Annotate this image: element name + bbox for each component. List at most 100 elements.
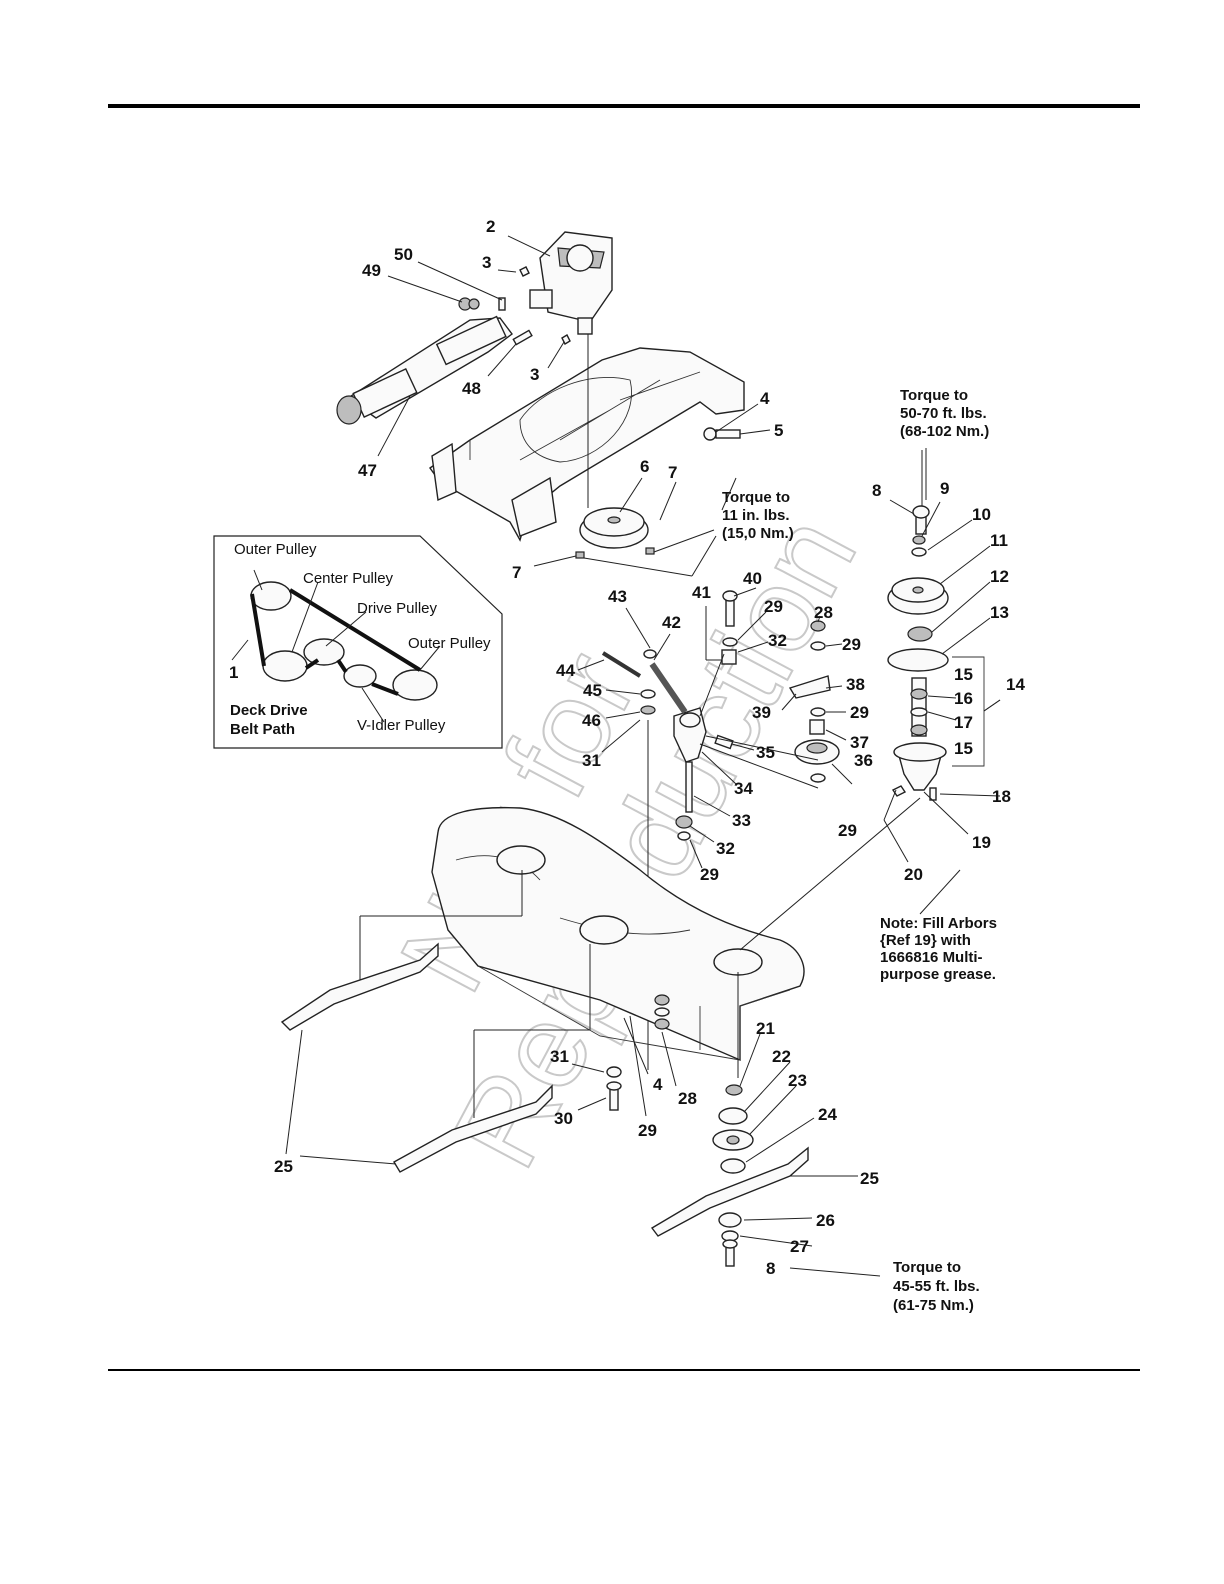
callout-2: 2 <box>486 217 495 236</box>
callout-27: 27 <box>790 1237 809 1256</box>
callout-33: 33 <box>732 811 751 830</box>
callout-14: 14 <box>1006 675 1025 694</box>
nut-21 <box>725 1084 743 1096</box>
yoke-front <box>435 315 507 366</box>
callout-21: 21 <box>756 1019 775 1038</box>
note-grease-line-2: {Ref 19} with <box>880 932 971 949</box>
bracket-38 <box>788 675 831 699</box>
note-torque-pulley: Torque to 11 in. lbs. (15,0 Nm.) <box>722 489 794 542</box>
washer-26 <box>718 1212 742 1228</box>
grease-fitting-20 <box>891 785 907 797</box>
callout-9: 9 <box>940 479 949 498</box>
callout-12: 12 <box>990 567 1009 586</box>
blade-25-right <box>650 1146 809 1237</box>
nut-28a <box>810 620 826 632</box>
nut-43 <box>643 649 657 659</box>
callout-30: 30 <box>554 1109 573 1128</box>
callout-1: 1 <box>229 663 238 682</box>
callout-32: 32 <box>768 631 787 650</box>
callout-35: 35 <box>756 743 775 762</box>
inset-drive-pulley: Drive Pulley <box>357 600 438 617</box>
callout-43: 43 <box>608 587 627 606</box>
callout-50: 50 <box>394 245 413 264</box>
bolt-33 <box>685 761 693 813</box>
gearbox-input-shaft <box>529 289 553 309</box>
washer-29e <box>677 831 691 841</box>
frame-plate <box>429 347 745 542</box>
callout-41: 41 <box>692 583 711 602</box>
callout-28: 28 <box>814 603 833 622</box>
inset-title-line-1: Deck Drive <box>230 702 308 719</box>
washer-4b <box>654 994 670 1006</box>
washer-9 <box>912 535 926 545</box>
bearing-15a <box>910 688 928 700</box>
callout-8b: 8 <box>766 1259 775 1278</box>
washer-29f <box>654 1007 670 1017</box>
callout-46: 46 <box>582 711 601 730</box>
washer-29b <box>810 641 826 651</box>
callout-15b: 15 <box>954 739 973 758</box>
note-torque-blade: Torque to 45-55 ft. lbs. (61-75 Nm.) <box>893 1259 980 1314</box>
callout-8: 8 <box>872 481 881 500</box>
callout-32b: 32 <box>716 839 735 858</box>
pin-50 <box>498 297 506 311</box>
callout-4b: 4 <box>653 1075 663 1094</box>
callout-17: 17 <box>954 713 973 732</box>
bolt-40 <box>725 597 735 627</box>
bolt-48 <box>512 329 533 346</box>
washer-29d <box>810 773 826 783</box>
setscrew-7a <box>575 551 585 559</box>
leader-lines <box>285 235 1001 1277</box>
deck-hardware <box>606 994 670 1111</box>
callout-7: 7 <box>668 463 677 482</box>
washer-24 <box>720 1158 746 1174</box>
mower-deck <box>431 797 921 1078</box>
inset-v-idler-pulley: V-Idler Pulley <box>357 717 446 734</box>
callout-42: 42 <box>662 613 681 632</box>
callout-4: 4 <box>760 389 770 408</box>
spindle-assembly <box>887 450 1001 801</box>
idler-assembly <box>673 590 840 841</box>
bearing-15b <box>910 724 928 736</box>
belt-path-inset: Outer Pulley Center Pulley Drive Pulley … <box>213 535 503 749</box>
frame-bracket-left <box>431 442 457 502</box>
callout-22: 22 <box>772 1047 791 1066</box>
washer-31b <box>606 1066 622 1078</box>
callout-25: 25 <box>860 1169 879 1188</box>
note-torque-blade-line-1: Torque to <box>893 1259 961 1276</box>
callout-15: 15 <box>954 665 973 684</box>
note-torque-pulley-line-1: Torque to <box>722 489 790 506</box>
callout-31b: 31 <box>550 1047 569 1066</box>
callout-45: 45 <box>583 681 602 700</box>
callouts: 2 50 3 49 3 48 47 4 5 6 7 7 8 9 10 11 12… <box>229 217 1025 1278</box>
callout-7b: 7 <box>512 563 521 582</box>
footer-rule <box>108 1369 1140 1371</box>
callout-44: 44 <box>556 661 575 680</box>
note-torque-pulley-line-2: 11 in. lbs. <box>722 507 790 524</box>
inset-outer-pulley-right: Outer Pulley <box>408 635 491 652</box>
drive-pulley-6 <box>575 507 655 559</box>
washer-10 <box>911 547 927 557</box>
blades <box>280 915 809 1237</box>
callout-10: 10 <box>972 505 991 524</box>
callout-11: 11 <box>990 531 1008 550</box>
bracket-14 <box>952 656 985 767</box>
callout-29c: 29 <box>850 703 869 722</box>
washer-29a <box>722 637 738 647</box>
callout-38: 38 <box>846 675 865 694</box>
frame-bracket-front <box>511 476 557 537</box>
nut-28b <box>654 1018 670 1030</box>
callout-3: 3 <box>482 253 491 272</box>
header-rule <box>108 104 1140 108</box>
callout-16: 16 <box>954 689 973 708</box>
nut-49b <box>468 298 480 310</box>
spacer-17 <box>910 707 928 717</box>
callout-24: 24 <box>818 1105 837 1124</box>
blade-25-middle <box>393 1084 553 1173</box>
callout-29d: 29 <box>838 821 857 840</box>
note-torque-pulley-line-3: (15,0 Nm.) <box>722 525 794 542</box>
callout-29e: 29 <box>700 865 719 884</box>
callout-34: 34 <box>734 779 753 798</box>
callout-29f: 29 <box>638 1121 657 1140</box>
